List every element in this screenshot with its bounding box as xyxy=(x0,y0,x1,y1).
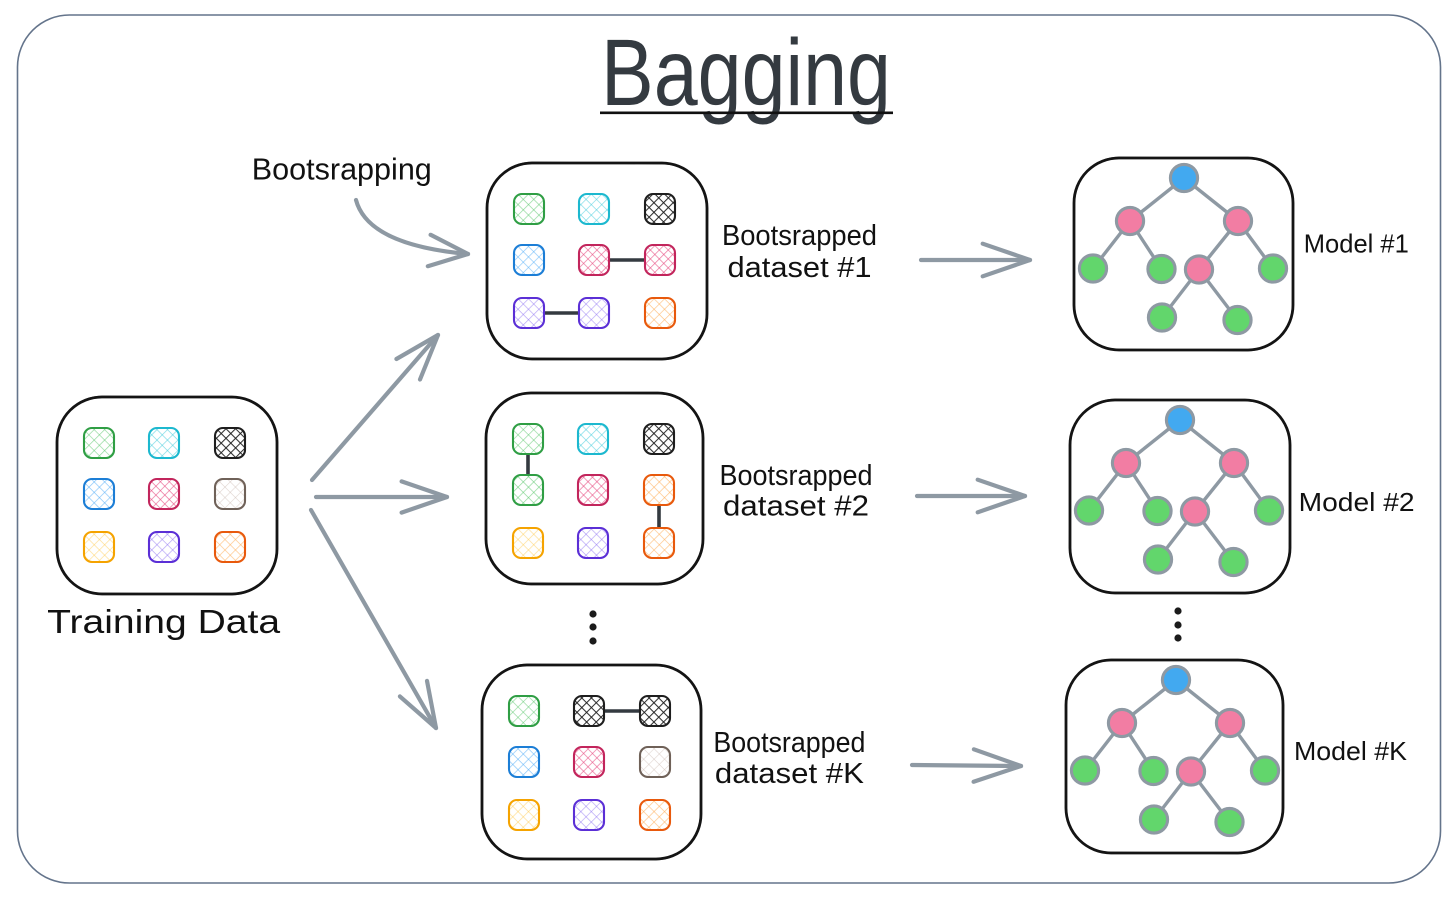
svg-text:Bootsrapped: Bootsrapped xyxy=(713,727,865,759)
svg-text:Model #2: Model #2 xyxy=(1299,487,1415,517)
svg-text:Bootsrapped: Bootsrapped xyxy=(720,460,873,492)
svg-text:Model #1: Model #1 xyxy=(1304,229,1409,259)
svg-text:Bootsrapping: Bootsrapping xyxy=(252,152,432,187)
svg-text:dataset #K: dataset #K xyxy=(715,758,865,790)
svg-text:dataset #1: dataset #1 xyxy=(728,252,872,284)
svg-text:Training Data: Training Data xyxy=(47,603,281,640)
svg-text:dataset #2: dataset #2 xyxy=(723,491,869,523)
svg-text:Bootsrapped: Bootsrapped xyxy=(722,220,877,252)
svg-text:Model #K: Model #K xyxy=(1294,736,1408,766)
svg-text:Bagging: Bagging xyxy=(601,20,891,126)
